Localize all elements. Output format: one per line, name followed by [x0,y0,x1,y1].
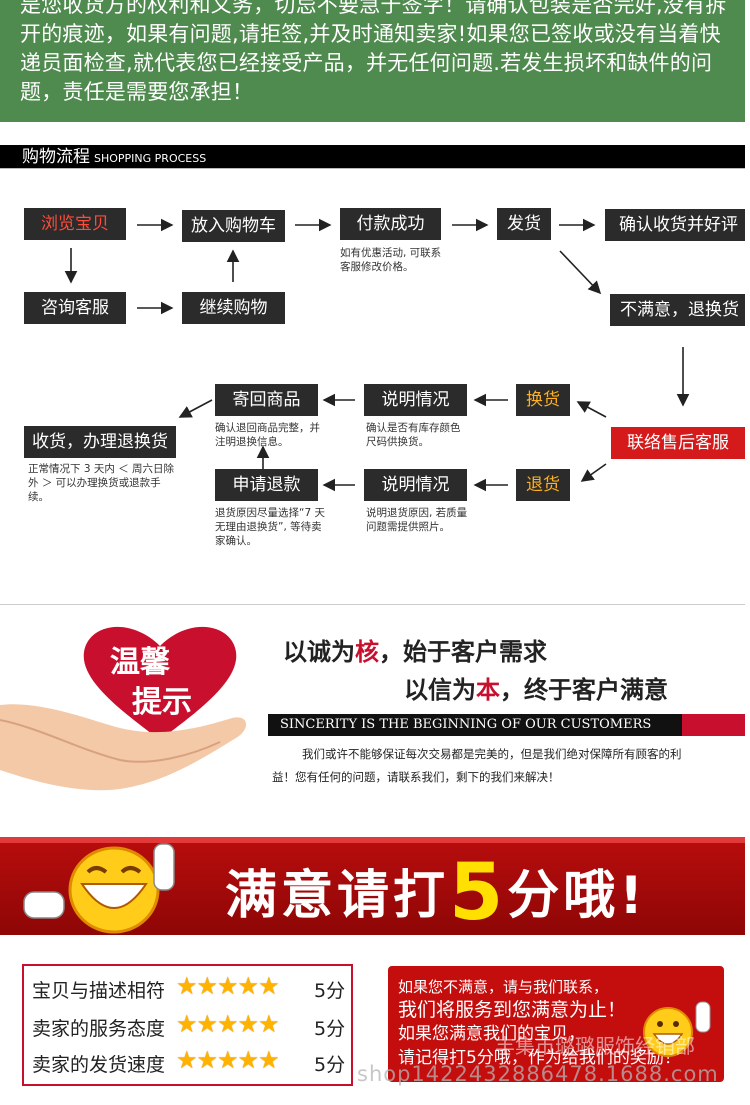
smiley-thumbs-up-icon [23,843,175,934]
step-unsatisfied: 不满意，退换货 [610,294,745,326]
notice-text: 是您收货方的权利和义务，切忌不要急于签字！请确认包装是否完好,没有拆开的痕迹，如… [20,0,727,104]
step-cart: 放入购物车 [182,210,285,242]
process-header: 购物流程 SHOPPING PROCESS [0,145,745,169]
step-explain-exchange: 说明情况 [364,384,467,416]
sincerity-accent [682,714,745,736]
smiley-icon [643,1001,711,1057]
arrow [580,463,607,482]
message-line: 如果您满意我们的宝贝， [398,1024,585,1044]
receive-note: 正常情况下 3 天内 ＜ 周六日除外 ＞ 可以办理换货或退款手续。 [28,463,175,503]
divider [0,168,745,169]
star-rating-icon: ★★★★★ [176,1010,280,1038]
heart-label-2: 提示 [132,685,192,720]
arrow [576,401,607,418]
step-receive: 收货，办理退换货 [24,426,176,458]
arrow [178,399,213,418]
rating-label: 卖家的发货速度 [32,1054,166,1076]
process-title: 购物流程 [22,147,90,167]
rating-label: 卖家的服务态度 [32,1018,166,1040]
step-contact-service: 联络售后客服 [611,427,745,459]
hands-icon [0,704,247,791]
heart-label-1: 温馨 [110,645,171,680]
process-arrows [64,218,690,492]
refund-note: 说明退货原因, 若质量问题需提供照片。 [366,507,468,533]
banner-highlight [0,837,745,843]
exchange-note: 确认是否有库存颜色尺码供换货。 [366,422,461,448]
tips-text: 我们或许不能够保证每次交易都是完美的，但是我们绝对保障所有顾客的利益！您有任何的… [272,747,682,784]
rating-label: 宝贝与描述相符 [32,980,166,1002]
step-refund: 退货 [516,469,570,501]
notice-banner: 是您收货方的权利和义务，切忌不要急于签字！请确认包装是否完好,没有拆开的痕迹，如… [0,0,745,122]
sincerity-bar: SINCERITY IS THE BEGINNING OF OUR CUSTOM… [268,714,682,736]
star-rating-icon: ★★★★★ [176,972,280,1000]
step-apply-refund: 申请退款 [215,469,318,501]
rating-panel: 宝贝与描述相符 ★★★★★ 5分 卖家的服务态度 ★★★★★ 5分 卖家的发货速… [22,964,353,1086]
process-subtitle: SHOPPING PROCESS [94,152,207,165]
message-line: 如果您不满意，请与我们联系， [398,978,609,996]
divider [0,604,745,605]
step-consult: 咨询客服 [24,292,126,324]
heart-icon [83,626,237,740]
arrow [559,250,602,295]
return-note: 确认退回商品完整，并注明退换信息。 [215,422,320,448]
shop-watermark: 丰集市璐璐服饰经销部 [495,1034,695,1058]
slogan-line-2: 以信为本，终于客户满意 [404,675,668,704]
step-explain-refund: 说明情况 [364,469,467,501]
slogan-line-1: 以诚为核，始于客户需求 [283,637,547,666]
rating-score: 5分 [314,1018,346,1040]
step-continue: 继续购物 [182,292,285,324]
step-ship: 发货 [497,208,551,240]
rating-score: 5分 [314,980,346,1002]
message-line: 我们将服务到您满意为止！ [398,999,627,1021]
step-browse: 浏览宝贝 [24,208,126,240]
step-exchange: 换货 [516,384,570,416]
rating-score: 5分 [314,1054,346,1076]
banner-text: 满意请打5分哦! [225,848,648,938]
url-watermark: shop1422432886478.1688.com [357,1062,719,1086]
step-confirm: 确认收货并好评 [605,209,745,241]
step-paid: 付款成功 [340,208,441,240]
paid-note: 如有优惠活动, 可联系客服修改价格。 [340,247,442,273]
step-return-goods: 寄回商品 [215,384,318,416]
star-rating-icon: ★★★★★ [176,1046,280,1074]
heart-hands-illustration: 温馨 提示 [0,626,247,791]
apply-note: 退货原因尽量选择“7 天无理由退换货”, 等待卖家确认。 [215,507,325,547]
message-line: 请记得打5分哦，作为给我们的奖励！ [398,1048,681,1068]
